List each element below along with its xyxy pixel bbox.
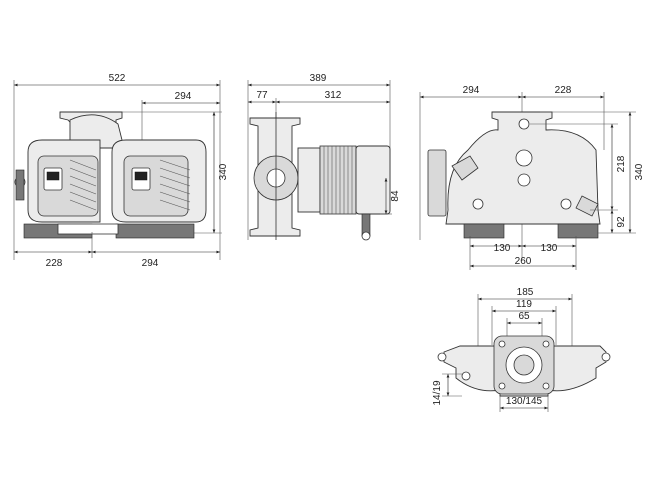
dim-84-label: 84 [390, 190, 401, 202]
bottom-flange-bolt-1 [498, 340, 506, 348]
dim-130-145-label: 130/145 [506, 396, 543, 407]
rear-center-port [515, 149, 533, 167]
front-left-fins [69, 159, 97, 211]
rear-left-valve [451, 155, 479, 181]
front-view: 522 294 340 [13, 73, 229, 269]
rear-housing [445, 111, 601, 225]
side-motor-fins [319, 145, 357, 215]
dim-218-label: 218 [616, 155, 627, 172]
rear-right-valve [575, 195, 599, 217]
dim-294-top-label: 294 [175, 91, 192, 102]
rear-left-foot [463, 223, 505, 239]
dim-260-label: 260 [515, 256, 532, 267]
dim-228-rear-label: 228 [555, 85, 572, 96]
dim-65-label: 65 [518, 311, 530, 322]
bottom-flange-bolt-2 [542, 340, 550, 348]
dim-92-label: 92 [616, 216, 627, 228]
rear-right-foot [557, 223, 599, 239]
dim-14-19-label: 14/19 [432, 380, 443, 405]
rear-view: 294 228 218 340 92 130 130 260 [419, 85, 645, 270]
rear-left-drain [472, 198, 484, 210]
dim-294-rear-label: 294 [463, 85, 480, 96]
dim-312-label: 312 [325, 90, 342, 101]
front-left-connector [15, 169, 25, 201]
front-bottom-flange [57, 223, 119, 235]
front-left-screen [46, 171, 60, 181]
dim-77-label: 77 [256, 90, 268, 101]
bottom-flange-bolt-3 [498, 382, 506, 390]
dim-340-rear-label: 340 [634, 163, 645, 180]
side-plug [361, 231, 371, 241]
bottom-left-bolt [437, 352, 447, 362]
side-fin-lines [323, 146, 353, 214]
rear-right-drain [560, 198, 572, 210]
front-right-screen [134, 171, 148, 181]
dim-130-right-label: 130 [541, 243, 558, 254]
rear-lower-port [517, 173, 531, 187]
rear-top-port [518, 118, 530, 130]
side-motor-neck [297, 147, 321, 213]
dim-130-left-label: 130 [494, 243, 511, 254]
dim-340-front-label: 340 [218, 163, 229, 180]
side-control-box [355, 145, 391, 215]
dim-119-label: 119 [516, 299, 532, 310]
bottom-inner-ring [513, 354, 535, 376]
bottom-flange-bolt-4 [542, 382, 550, 390]
dim-522-label: 522 [109, 73, 126, 84]
dim-294-front-label: 294 [142, 258, 159, 269]
front-right-foot [115, 223, 195, 239]
side-view: 389 77 312 84 [247, 73, 401, 241]
bottom-right-bolt [601, 352, 611, 362]
bottom-view: 185 119 65 130/145 14/19 [432, 287, 611, 412]
front-right-fins [159, 159, 191, 211]
dim-228-front-label: 228 [46, 258, 63, 269]
dim-389-label: 389 [310, 73, 327, 84]
rear-left-motor-end [427, 149, 447, 217]
dim-185-label: 185 [517, 287, 534, 298]
bottom-left-drain [461, 371, 471, 381]
